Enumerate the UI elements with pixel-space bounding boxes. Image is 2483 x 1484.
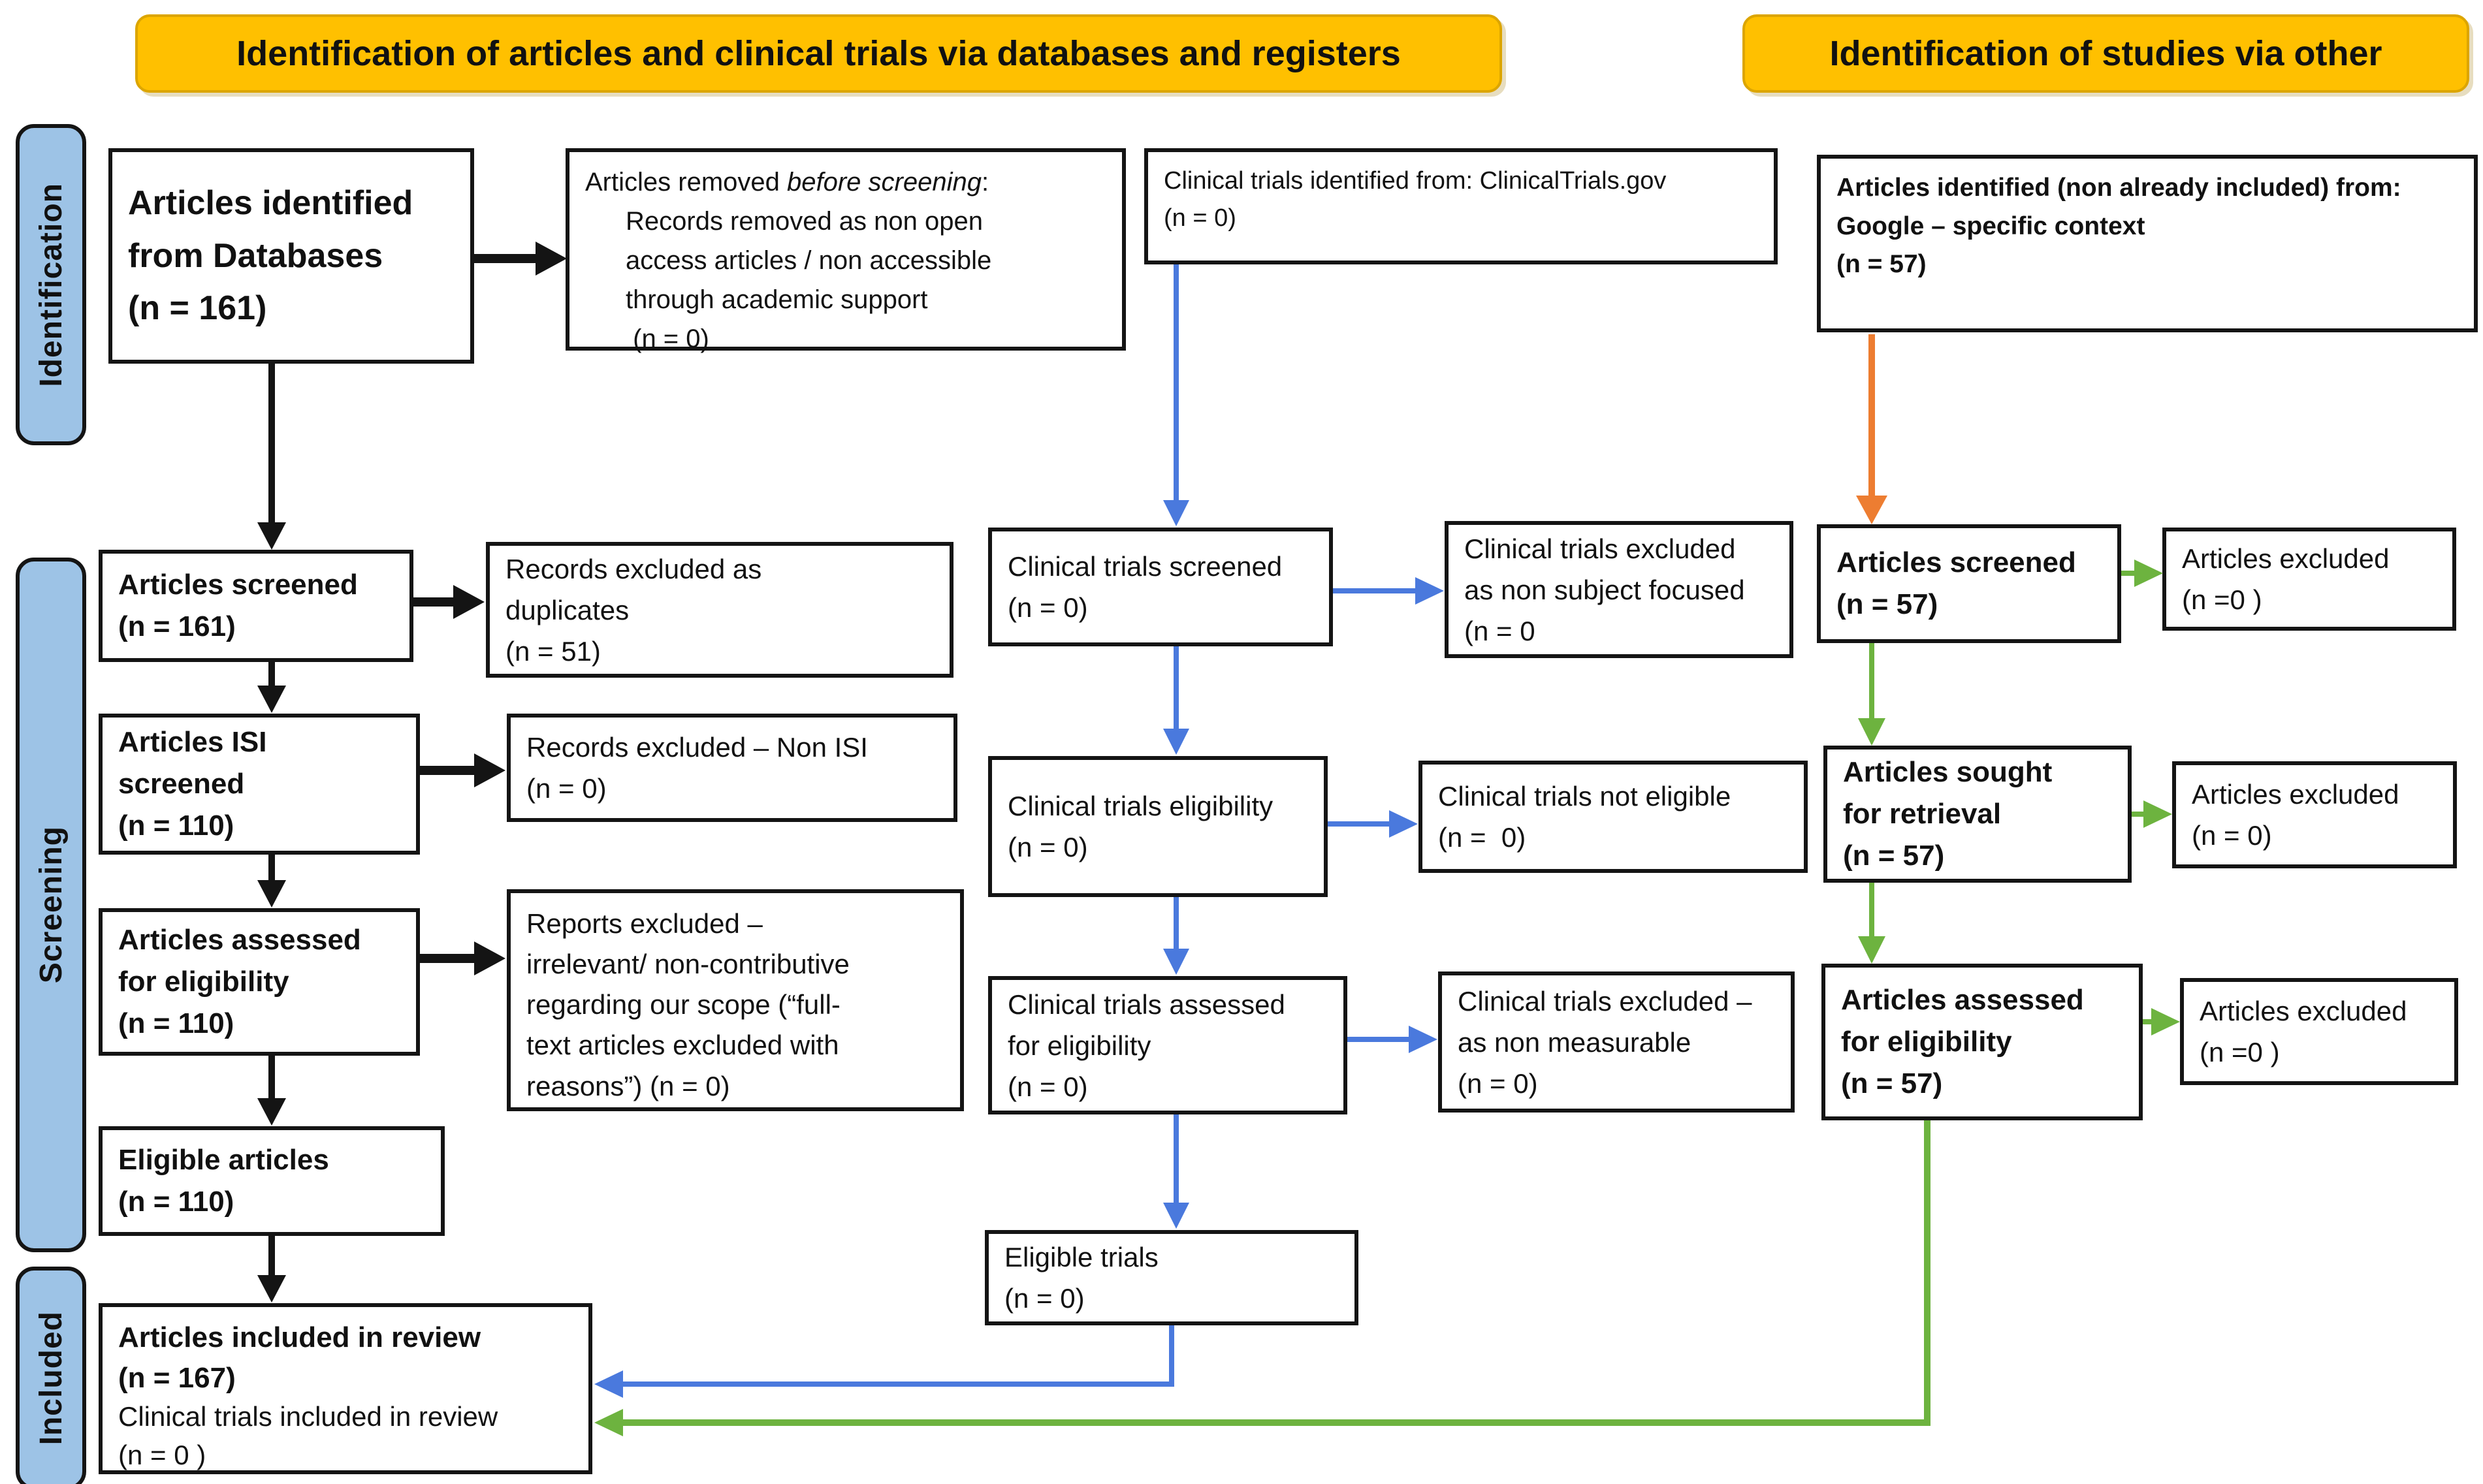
box-articles-excluded-3: Articles excluded (n =0 ): [2180, 978, 2458, 1085]
box-clinical-trials-assessed: Clinical trials assessed for eligibility…: [988, 976, 1347, 1114]
banner-left-label: Identification of articles and clinical …: [236, 34, 1401, 73]
box-eligible-articles: Eligible articles (n = 110): [99, 1126, 445, 1236]
removed-heading: Articles removed before screening:: [585, 168, 989, 197]
included-review-trials: Clinical trials included in review (n = …: [118, 1401, 498, 1470]
stage-included-label: Included: [33, 1311, 69, 1445]
box-articles-isi-screened: Articles ISI screened (n = 110): [99, 714, 420, 855]
banner-databases-registers: Identification of articles and clinical …: [135, 14, 1502, 93]
box-eligible-trials: Eligible trials (n = 0): [985, 1230, 1358, 1325]
box-reports-excluded: Reports excluded – irrelevant/ non-contr…: [507, 889, 964, 1111]
stage-included: Included: [16, 1267, 86, 1484]
box-records-excluded-non-isi: Records excluded – Non ISI (n = 0): [507, 714, 957, 822]
box-articles-identified-databases: Articles identified from Databases (n = …: [108, 148, 474, 364]
box-articles-excluded-2: Articles excluded (n = 0): [2172, 761, 2457, 868]
box-articles-assessed-db: Articles assessed for eligibility (n = 1…: [99, 908, 420, 1056]
stage-screening: Screening: [16, 558, 86, 1252]
box-clinical-trials-excluded-subject: Clinical trials excluded as non subject …: [1445, 521, 1793, 658]
included-review-articles: Articles included in review (n = 167): [118, 1321, 481, 1394]
box-clinical-trials-screened: Clinical trials screened (n = 0): [988, 528, 1333, 646]
box-clinical-trials-excluded-measurable: Clinical trials excluded – as non measur…: [1438, 971, 1795, 1113]
box-articles-sought-retrieval: Articles sought for retrieval (n = 57): [1823, 746, 2132, 883]
box-articles-excluded-1: Articles excluded (n =0 ): [2162, 528, 2456, 631]
box-articles-screened-other: Articles screened (n = 57): [1817, 524, 2121, 643]
removed-body: Records removed as non open access artic…: [626, 207, 992, 353]
box-included-in-review: Articles included in review (n = 167) Cl…: [99, 1303, 592, 1474]
stage-screening-label: Screening: [33, 826, 69, 984]
box-articles-screened-db: Articles screened (n = 161): [99, 550, 413, 662]
stage-identification-label: Identification: [33, 182, 69, 387]
box-records-excluded-duplicates: Records excluded as duplicates (n = 51): [486, 542, 953, 678]
box-articles-assessed-other: Articles assessed for eligibility (n = 5…: [1821, 964, 2143, 1120]
stage-identification: Identification: [16, 124, 86, 445]
banner-other-sources: Identification of studies via other: [1742, 14, 2469, 93]
box-clinical-trials-eligibility: Clinical trials eligibility (n = 0): [988, 756, 1328, 897]
box-clinical-trials-not-eligible: Clinical trials not eligible (n = 0): [1418, 761, 1808, 873]
box-articles-identified-other: Articles identified (non already include…: [1817, 155, 2478, 332]
box-clinical-trials-identified: Clinical trials identified from: Clinica…: [1144, 148, 1778, 264]
box-articles-removed-before-screening: Articles removed before screening: Recor…: [566, 148, 1126, 353]
banner-right-label: Identification of studies via other: [1829, 34, 2382, 73]
